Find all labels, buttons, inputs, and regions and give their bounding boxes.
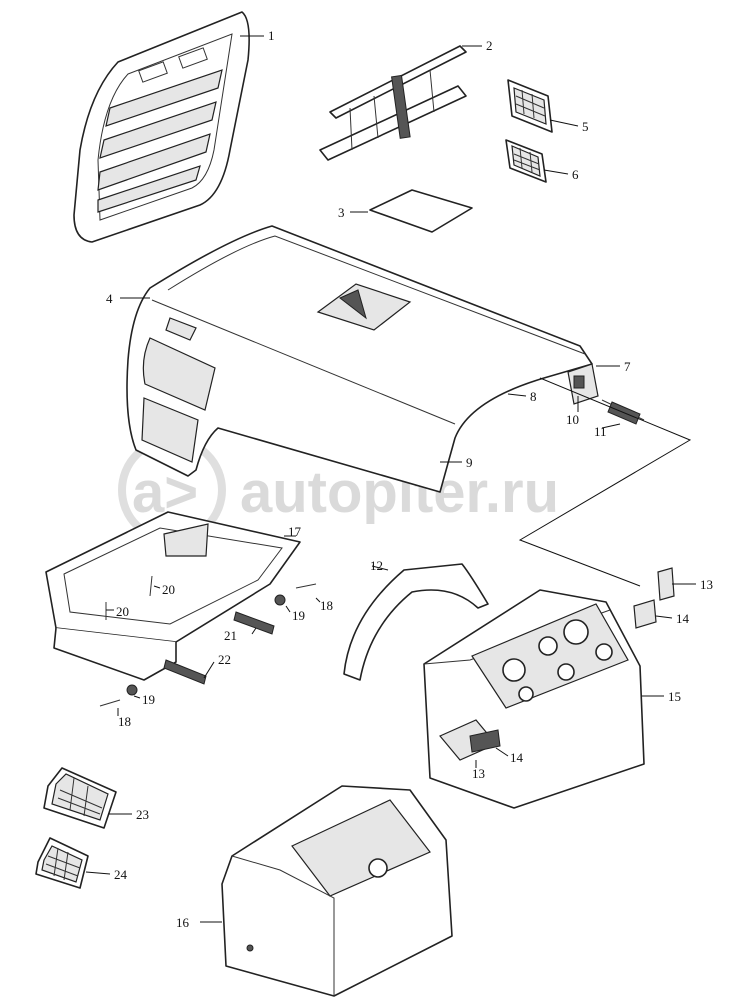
callout-9: 9 <box>466 455 473 470</box>
part-14-bracket-lower <box>469 729 501 753</box>
callout-20b: 20 <box>162 582 175 597</box>
callout-6: 6 <box>572 167 579 182</box>
callout-14b: 14 <box>510 750 524 765</box>
part-14-bracket <box>633 599 657 629</box>
callout-12: 12 <box>370 558 383 573</box>
part-16-console-housing <box>221 785 453 997</box>
callout-13b: 13 <box>472 766 485 781</box>
part-1-grille-frame <box>73 11 250 243</box>
callouts: 1 2 3 4 5 6 7 8 9 10 11 12 13 13 14 14 1… <box>106 28 713 930</box>
callout-24: 24 <box>114 867 128 882</box>
part-2-bracket-assembly <box>319 45 467 161</box>
leader-lines <box>85 35 696 923</box>
callout-10: 10 <box>566 412 579 427</box>
callout-3: 3 <box>338 205 345 220</box>
part-3-plate <box>369 189 473 233</box>
callout-4: 4 <box>106 291 113 306</box>
fasteners <box>99 575 317 707</box>
part-13-latch <box>657 567 675 601</box>
callout-21: 21 <box>224 628 237 643</box>
callout-18b: 18 <box>118 714 131 729</box>
part-10-clip <box>573 375 585 389</box>
callout-23: 23 <box>136 807 149 822</box>
callout-7: 7 <box>624 359 631 374</box>
part-12-curved-trim <box>343 563 489 681</box>
callout-8: 8 <box>530 389 537 404</box>
part-6-vent <box>505 139 547 183</box>
part-23-grille <box>43 767 117 829</box>
callout-20a: 20 <box>116 604 129 619</box>
callout-5: 5 <box>582 119 589 134</box>
section-line <box>518 377 692 587</box>
callout-1: 1 <box>268 28 275 43</box>
callout-13a: 13 <box>700 577 713 592</box>
part-15-dash-housing <box>423 589 645 809</box>
callout-16: 16 <box>176 915 190 930</box>
part-5-vent <box>507 79 553 133</box>
part-24-grille <box>35 837 89 889</box>
callout-2: 2 <box>486 38 493 53</box>
callout-15: 15 <box>668 689 681 704</box>
callout-14a: 14 <box>676 611 690 626</box>
callout-19b: 19 <box>142 692 155 707</box>
callout-18a: 18 <box>320 598 333 613</box>
callout-17: 17 <box>288 524 302 539</box>
callout-19a: 19 <box>292 608 305 623</box>
callout-22: 22 <box>218 652 231 667</box>
part-4-hood <box>126 225 593 493</box>
callout-11: 11 <box>594 424 607 439</box>
